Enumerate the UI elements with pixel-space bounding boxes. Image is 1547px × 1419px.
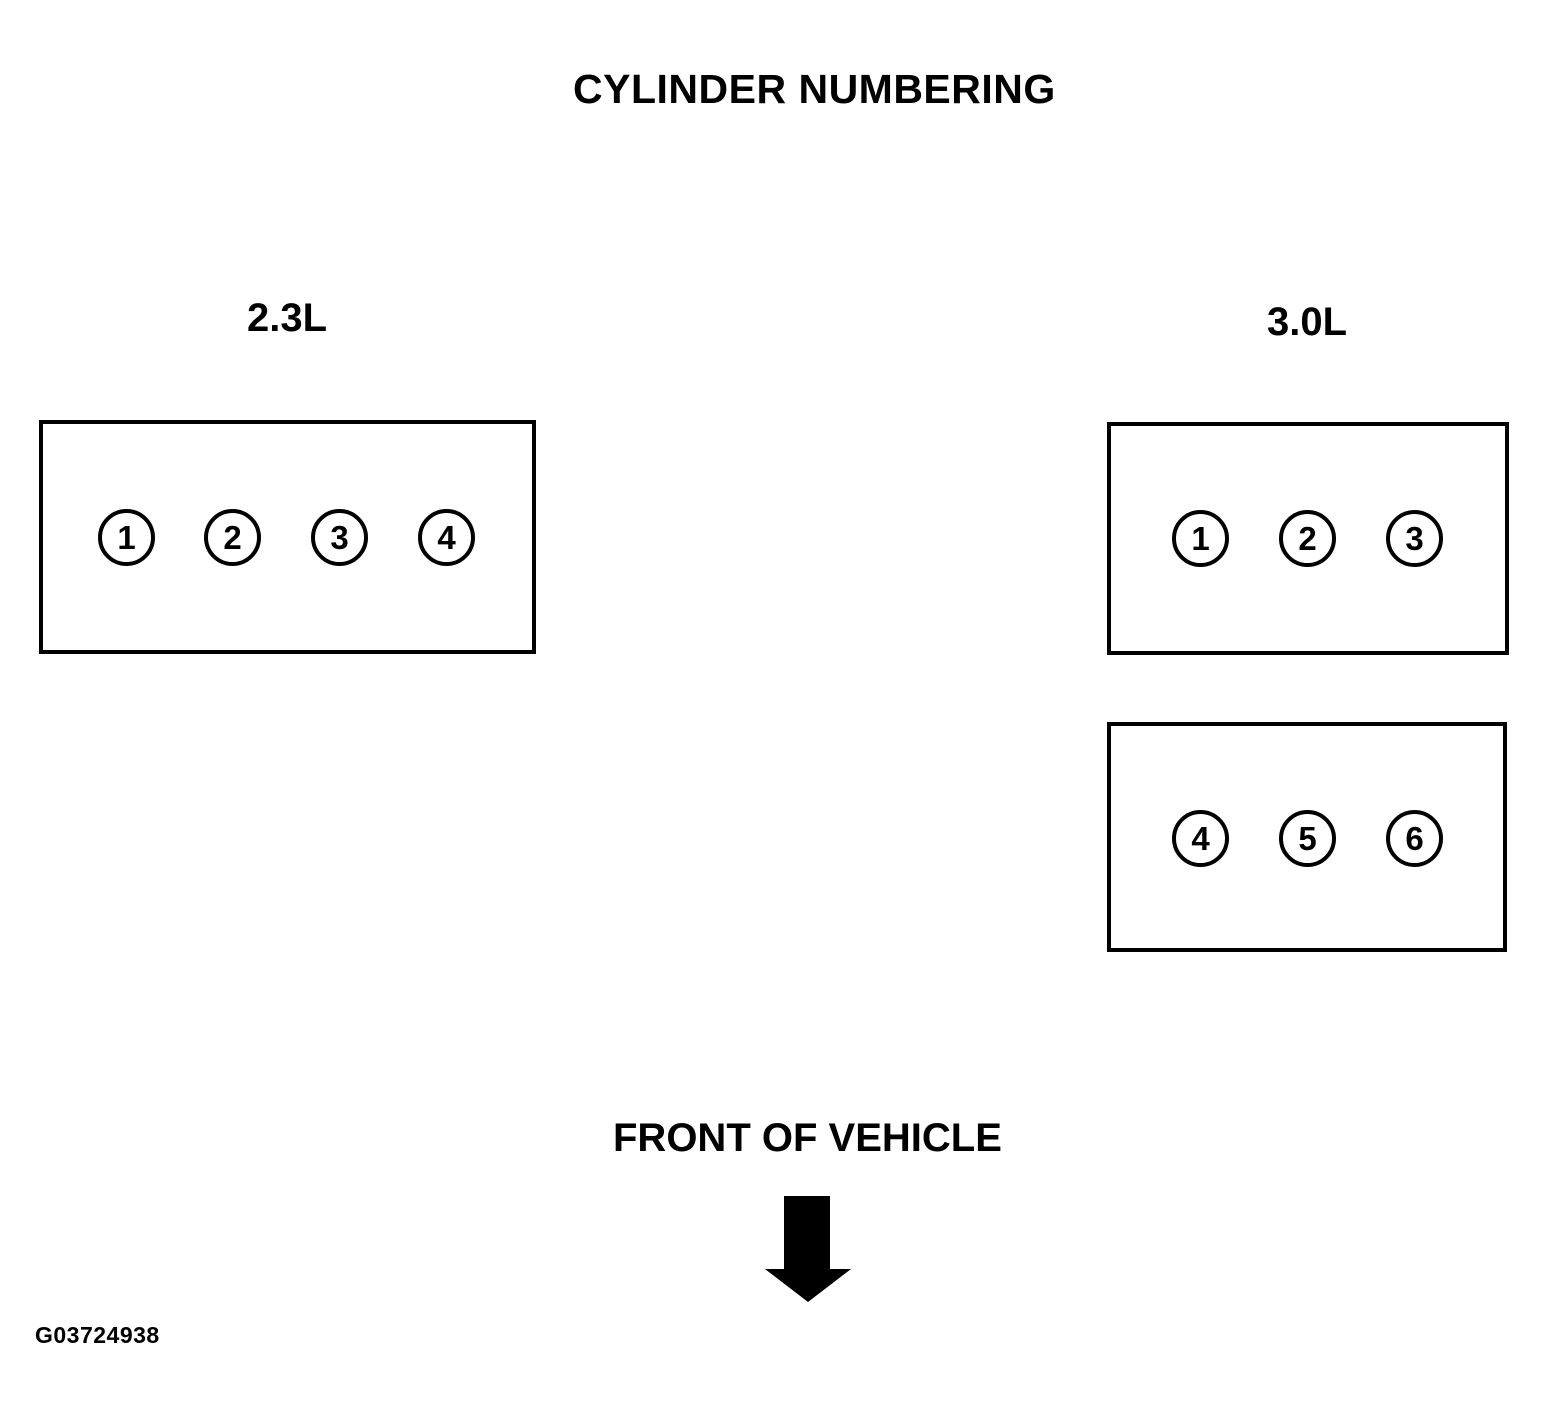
cylinder-circle-2-3l-3: 3 <box>311 509 368 566</box>
front-of-vehicle-label: FRONT OF VEHICLE <box>613 1116 1002 1160</box>
cylinder-circle-3-0l-6: 6 <box>1386 810 1443 867</box>
cylinder-circle-3-0l-3: 3 <box>1386 510 1443 567</box>
arrow-down-icon <box>765 1269 851 1302</box>
cylinder-circle-3-0l-5: 5 <box>1279 810 1336 867</box>
cylinder-circle-2-3l-2: 2 <box>204 509 261 566</box>
cylinder-circle-2-3l-4: 4 <box>418 509 475 566</box>
cylinder-circle-3-0l-1: 1 <box>1172 510 1229 567</box>
cylinder-circle-2-3l-1: 1 <box>98 509 155 566</box>
arrow-shaft <box>784 1196 830 1270</box>
page-title: CYLINDER NUMBERING <box>573 66 1056 112</box>
cylinder-circle-3-0l-4: 4 <box>1172 810 1229 867</box>
engine-label-3-0l: 3.0L <box>1267 300 1348 344</box>
figure-id: G03724938 <box>35 1322 160 1348</box>
cylinder-circle-3-0l-2: 2 <box>1279 510 1336 567</box>
engine-label-2-3l: 2.3L <box>247 296 328 340</box>
